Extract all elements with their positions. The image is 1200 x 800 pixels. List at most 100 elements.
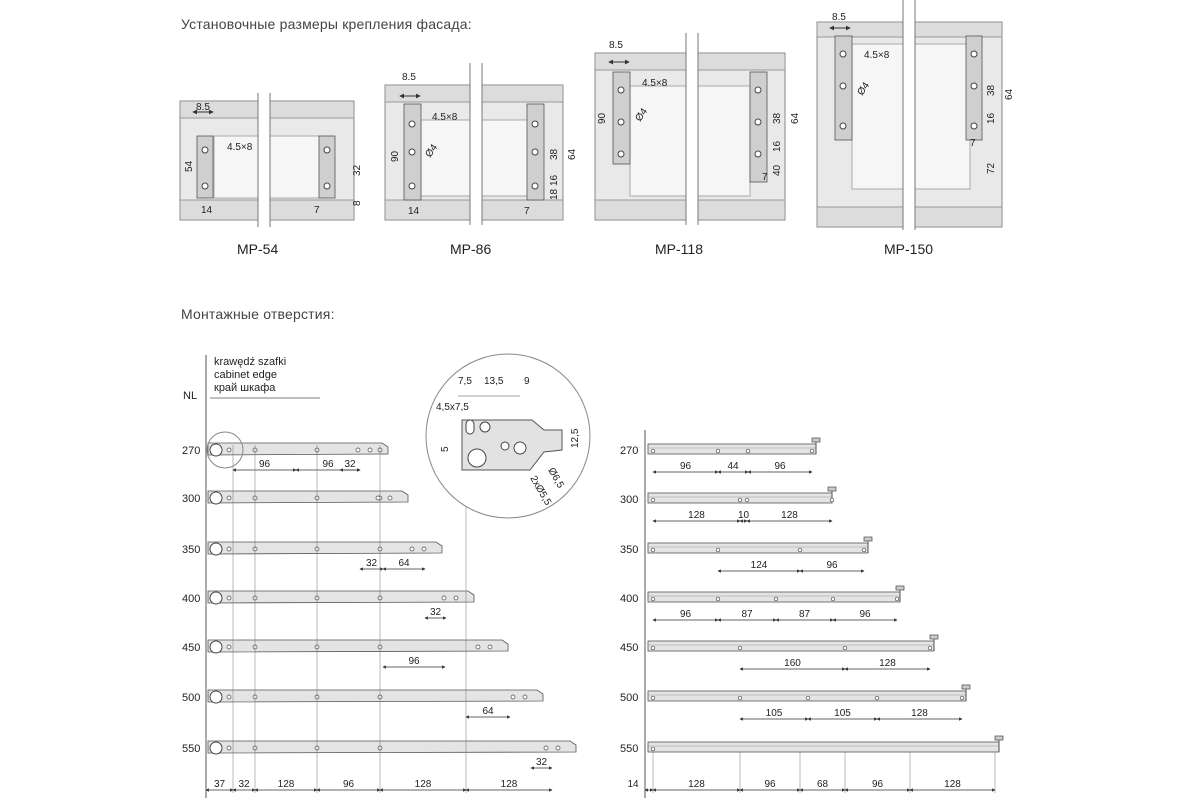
- left-rail-nl: 300: [182, 493, 200, 505]
- right-rail-hole: [894, 596, 900, 602]
- mp150-slot: 4.5×8: [864, 50, 890, 61]
- left-rail-hole: [226, 495, 232, 501]
- detail-dim-9: 9: [524, 376, 530, 387]
- nl-label: NL: [183, 390, 197, 402]
- right-rail-body: [647, 640, 935, 652]
- right-dim-value: 96: [680, 609, 692, 620]
- left-rail-hole: [226, 447, 232, 453]
- detail-dim-5: 5: [440, 446, 451, 452]
- caption-mp150: MP-150: [884, 241, 933, 257]
- left-rail-hole: [441, 595, 447, 601]
- left-dim-value: 64: [482, 706, 494, 717]
- mp54-d1: 32: [352, 164, 363, 176]
- mp150-b2: 7: [970, 138, 976, 149]
- detail-dim-13-5: 13,5: [484, 376, 504, 387]
- right-rail-nl: 350: [620, 544, 638, 556]
- left-rail-hole: [510, 694, 516, 700]
- left-rail-wheel: [209, 741, 223, 755]
- left-rail-body: [207, 541, 443, 555]
- left-rail-nl: 270: [182, 445, 200, 457]
- detail-dim-slot: 4,5x7,5: [436, 402, 469, 413]
- right-rail-hole: [650, 547, 656, 553]
- right-rail-nl: 550: [620, 743, 638, 755]
- right-dim-value: 96: [774, 461, 786, 472]
- left-rail-hole: [487, 644, 493, 650]
- left-rail-wheel: [209, 443, 223, 457]
- mp54-slot: 4.5×8: [227, 142, 253, 153]
- left-rail-nl: 550: [182, 743, 200, 755]
- left-dim-value: 32: [430, 607, 442, 618]
- right-bottom-dim: 96: [872, 779, 884, 790]
- mp150-d3: 16: [986, 112, 997, 124]
- right-dim-value: 96: [680, 461, 692, 472]
- mp118-b2: 7: [762, 172, 768, 183]
- right-rail-hole: [650, 695, 656, 701]
- mp54-d2: 8: [352, 200, 363, 206]
- right-rail-hole: [650, 746, 656, 752]
- right-rail-hole: [773, 596, 779, 602]
- panel-mp150: 8.5 4.5×8 Ø4 38 64 16 72 7: [816, 0, 1015, 230]
- legend-line-en: cabinet edge: [214, 369, 277, 381]
- right-rail-hole: [830, 596, 836, 602]
- mp118-top-dim: 8.5: [609, 40, 623, 51]
- right-rail-stop: [994, 735, 1004, 741]
- detail-dim-12-5: 12,5: [570, 428, 581, 448]
- mp86-d3: 16: [549, 174, 560, 186]
- right-dim-value: 128: [781, 510, 798, 521]
- left-rail-hole: [522, 694, 528, 700]
- right-dim-value: 96: [826, 560, 838, 571]
- panel-mp54: 8.5 4.5×8 54 32 8 14 7: [179, 93, 363, 227]
- right-rail-nl: 500: [620, 692, 638, 704]
- left-rail-body: [207, 639, 509, 653]
- cabinet-edge-legend: krawędź szafki cabinet edge край шкафа N…: [183, 356, 320, 402]
- detail-view: 7,5 13,5 9 4,5x7,5 5 12,5 2xØ5,5 Ø6,5: [425, 353, 591, 519]
- right-rail-stop: [863, 536, 873, 542]
- mp118-d1: 38: [772, 112, 783, 124]
- mp86-d4: 18: [549, 188, 560, 200]
- right-rail-hole: [745, 448, 751, 454]
- right-dim-value: 128: [688, 510, 705, 521]
- legend-line-pl: krawędź szafki: [214, 356, 286, 368]
- caption-mp118: MP-118: [655, 241, 703, 257]
- right-dim-value: 105: [834, 708, 851, 719]
- right-rail-stop: [961, 684, 971, 690]
- left-rail-hole: [355, 447, 361, 453]
- left-rail-hole: [409, 546, 415, 552]
- right-rail-hole: [650, 645, 656, 651]
- right-rail-body: [647, 741, 1000, 753]
- right-dim-value: 160: [784, 658, 801, 669]
- right-dim-value: 87: [741, 609, 753, 620]
- mp150-d2: 64: [1004, 88, 1015, 100]
- legend-line-ru: край шкафа: [214, 382, 276, 394]
- right-rail-nl: 450: [620, 642, 638, 654]
- right-rail-hole: [737, 497, 743, 503]
- right-bottom-dim: 68: [817, 779, 829, 790]
- left-rail-body: [207, 590, 475, 604]
- mp118-d2: 64: [790, 112, 801, 124]
- right-bottom-dim: 96: [764, 779, 776, 790]
- left-rail-body: [207, 740, 577, 754]
- right-bottom-dim: 128: [688, 779, 705, 790]
- left-dim-value: 96: [259, 459, 271, 470]
- left-rail-body: [207, 689, 544, 703]
- right-rail-hole: [842, 645, 848, 651]
- left-rail-body: [207, 490, 409, 504]
- left-rail-wheel: [209, 640, 223, 654]
- mp86-d1: 38: [549, 148, 560, 160]
- left-bottom-dim: 128: [501, 779, 518, 790]
- right-rail-550: 550: [620, 735, 1004, 755]
- mp118-slot: 4.5×8: [642, 78, 668, 89]
- right-dim-value: 10: [738, 510, 750, 521]
- right-dim-value: 105: [766, 708, 783, 719]
- left-rail-hole: [367, 447, 373, 453]
- left-dim-value: 64: [398, 558, 410, 569]
